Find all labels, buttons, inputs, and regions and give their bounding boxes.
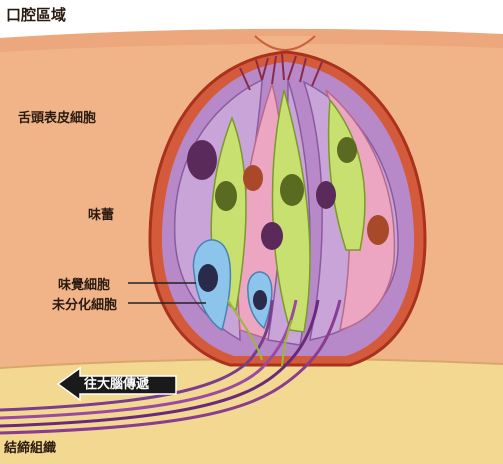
taste-cell-label: 味覺細胞 [58,274,110,293]
epithelium-label: 舌頭表皮細胞 [18,107,96,126]
nucleus [367,215,389,245]
nucleus [198,264,218,292]
nucleus [253,290,267,310]
connective-tissue-label: 結締組織 [4,437,56,456]
nucleus [337,137,357,163]
nucleus [243,165,263,191]
nucleus [280,174,304,206]
nucleus [215,181,237,211]
taste-bud-label: 味蕾 [88,204,114,223]
undifferentiated-cell-label: 未分化細胞 [52,294,117,313]
to-brain-label: 往大腦傳遞 [84,373,149,392]
nucleus [316,181,336,209]
nucleus [261,222,283,250]
nucleus [187,140,217,180]
page-title: 口腔區域 [6,4,66,25]
